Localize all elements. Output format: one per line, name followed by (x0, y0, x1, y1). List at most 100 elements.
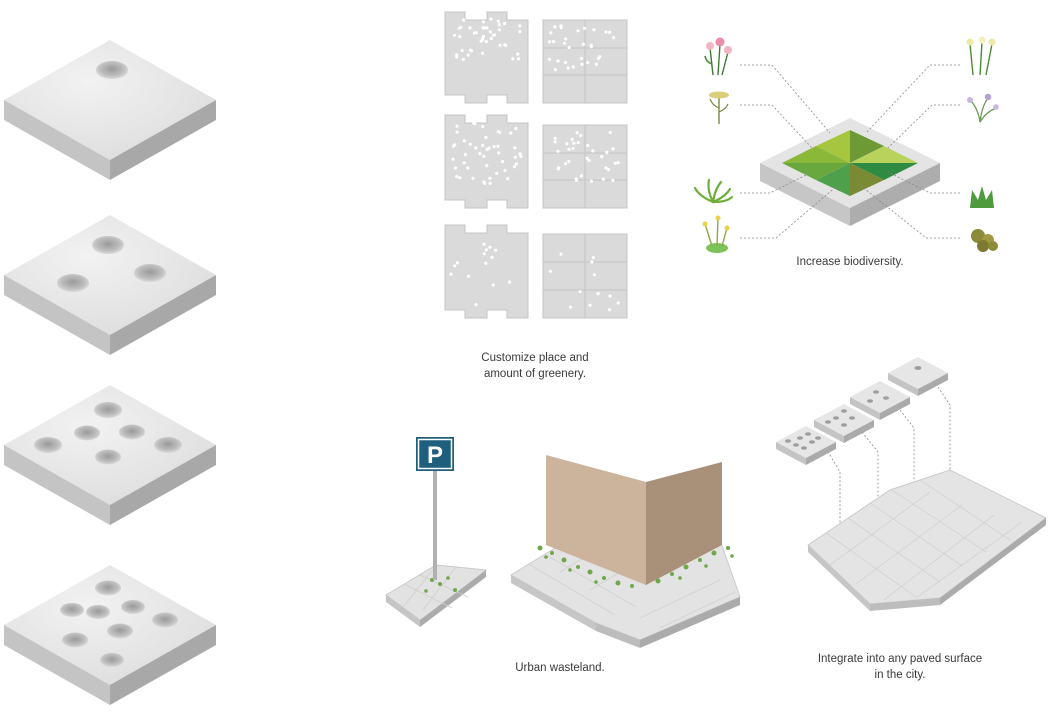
pink-flower-icon (704, 37, 732, 76)
greenery-dot (462, 18, 466, 22)
greenery-dot (572, 141, 576, 145)
greenery-dot (479, 39, 483, 43)
tile-one-hole-icon (4, 40, 216, 180)
greenery-dot (488, 245, 492, 249)
greenery-dot (586, 61, 590, 65)
greenery-dot (589, 45, 593, 49)
greenery-dot (503, 168, 507, 173)
greenery-dot (512, 165, 517, 169)
greenery-dot (460, 48, 464, 53)
greenery-dot (489, 17, 493, 21)
caption-customize-line1: Customize place and (481, 352, 589, 364)
greenery-dot (549, 31, 553, 35)
greenery-dot (556, 59, 560, 63)
greenery-dot (453, 264, 457, 268)
greenery-dot (502, 21, 507, 26)
greenery-dot (518, 152, 522, 156)
greenery-dot (497, 28, 501, 32)
tile-seven-holes-small-icon (776, 426, 836, 465)
tile-three-holes-icon (4, 215, 216, 355)
greenery-dot (594, 62, 599, 66)
greenery-dot (592, 28, 596, 32)
greenery-dot (566, 66, 570, 70)
greenery-dot (565, 142, 569, 146)
greenery-dot (484, 261, 488, 265)
greenery-dot (518, 24, 522, 28)
greenery-dot (451, 157, 455, 161)
greenery-dot (488, 181, 492, 185)
greenery-dot (567, 45, 571, 50)
layout-pattern-1-left (444, 11, 529, 104)
greenery-dot (571, 146, 575, 151)
greenery-dot (484, 40, 488, 44)
greenery-dot (579, 133, 583, 138)
greenery-dot (483, 26, 487, 30)
greenery-dot (449, 272, 453, 276)
greenery-dot (466, 274, 471, 278)
greenery-dot (514, 126, 518, 131)
greenery-dot (513, 146, 517, 150)
greenery-dot (601, 177, 605, 181)
greenery-dot (503, 43, 507, 47)
greenery-dot (588, 303, 592, 307)
greenery-dot (498, 130, 502, 135)
greenery-dot (608, 294, 612, 298)
greenery-dot (579, 56, 584, 61)
greenery-dot (559, 24, 563, 28)
greenery-dot (616, 301, 620, 305)
greenery-dot (474, 146, 478, 150)
greenery-dot (606, 168, 611, 172)
greenery-dot (513, 155, 518, 159)
greenery-dot (575, 131, 579, 135)
greenery-dot (556, 166, 561, 170)
greenery-dot (451, 144, 456, 148)
caption-biodiversity: Increase biodiversity. (796, 256, 904, 268)
caption-customize-line2: amount of greenery. (483, 368, 587, 380)
green-shrub-icon (970, 186, 994, 208)
greenery-dot (580, 62, 584, 66)
wasteland-weeds (537, 545, 734, 588)
greenery-dot (548, 57, 552, 61)
greenery-dot (497, 23, 501, 27)
greenery-dot (455, 261, 459, 265)
greenery-dot (481, 34, 486, 39)
greenery-dot (481, 125, 485, 129)
purple-flower-icon (967, 93, 999, 123)
greenery-dot (563, 60, 568, 65)
greenery-dot (568, 305, 573, 309)
greenery-dot (585, 156, 589, 160)
greenery-dot (491, 283, 495, 287)
greenery-dot (478, 152, 482, 156)
layout-pattern-3-left (444, 224, 529, 319)
caption-integrate-line1: Integrate into any paved surface (817, 653, 983, 665)
layout-pattern-1-right (542, 19, 628, 104)
greenery-dot (489, 36, 493, 41)
greenery-dot (459, 25, 463, 29)
paved-surface (807, 469, 1047, 611)
greenery-dot (589, 179, 594, 183)
greenery-dot (485, 164, 489, 168)
greenery-dot (494, 248, 498, 252)
greenery-dot (468, 142, 472, 146)
greenery-dot (474, 303, 478, 307)
layout-pattern-2-right (542, 124, 628, 209)
greenery-dot (481, 51, 485, 55)
caption-integrate-line2: in the city. (874, 669, 926, 681)
white-flower-icon (966, 36, 996, 76)
greenery-dot (492, 33, 496, 37)
greenery-dot (562, 41, 567, 45)
greenery-dot (452, 33, 456, 37)
layout-patterns (444, 11, 628, 319)
green-grass-icon (693, 178, 734, 204)
greenery-dot (592, 273, 597, 277)
greenery-dot (567, 147, 571, 151)
greenery-dot (556, 149, 560, 153)
greenery-dot (514, 162, 518, 166)
greenery-dot (564, 162, 568, 166)
greenery-dot (462, 161, 466, 165)
greenery-dot (495, 171, 499, 175)
greenery-dot (471, 176, 475, 180)
greenery-dot (462, 139, 466, 143)
greenery-dot (611, 36, 616, 40)
exploded-tiles (776, 357, 948, 465)
